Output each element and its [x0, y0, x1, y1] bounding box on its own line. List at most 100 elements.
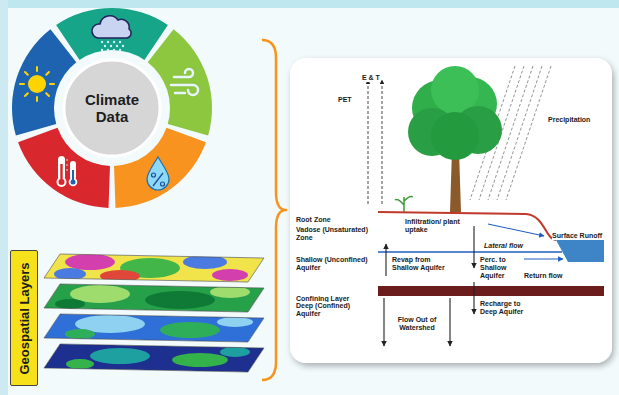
zone-label: Deep (Confined) Aquifer: [296, 302, 374, 320]
precipitation-segment: [56, 8, 168, 60]
wind-icon: [171, 69, 198, 95]
flow-label: Perc. to Shallow Aquifer: [480, 256, 520, 282]
flow-arrows: [524, 258, 563, 259]
circle-outline: [64, 60, 160, 156]
geospatial-stack: [44, 314, 264, 342]
geospatial-stack: [44, 344, 264, 372]
wind-icon: [171, 85, 198, 95]
process-label: E & T: [362, 66, 380, 84]
process-label: E & T: [362, 74, 380, 82]
geospatial-stack: [160, 322, 220, 338]
flow-label: Revap from Shallow Aquifer: [392, 256, 446, 274]
flow-label: Lateral flow: [484, 242, 523, 250]
geospatial-stack: [220, 347, 250, 357]
humidity-icon: [147, 157, 169, 190]
cloud-icon: [101, 41, 103, 43]
sun-icon: [36, 67, 38, 71]
water-table: [378, 251, 562, 253]
geospatial-stack: [65, 329, 95, 339]
cloud-icon: [122, 45, 124, 47]
humidity-icon: [161, 182, 165, 186]
flow-arrows: [488, 224, 544, 236]
cloud-icon: [110, 45, 112, 47]
thermometer-icon: [58, 156, 65, 180]
geospatial-stack: [44, 284, 264, 312]
node-title: Geospatial Layers: [18, 262, 31, 374]
cloud-icon: [104, 45, 106, 47]
node-title: Climate Data: [74, 91, 150, 126]
thermometer-icon: [57, 156, 78, 187]
process-label: Infiltration/ plant uptake: [405, 218, 465, 236]
cloud-icon: [101, 41, 124, 51]
rain-lines: [506, 66, 551, 200]
geospatial-stack: [44, 254, 264, 282]
flow-label: Perc. to Shallow Aquifer: [480, 256, 520, 280]
humidity-icon: [147, 157, 169, 190]
evapotranspiration-arrows: [382, 80, 383, 204]
process-label: Infiltration/ plant uptake: [405, 218, 465, 234]
geospatial-stack: [217, 317, 253, 327]
sun-icon: [50, 83, 54, 85]
flow-label: Recharge to Deep Aquifer: [480, 300, 536, 316]
pond: [556, 240, 604, 262]
zone-label: Shallow (Unconfined) Aquifer: [296, 256, 374, 274]
cloud-icon: [119, 41, 121, 43]
flow-arrows: [473, 226, 474, 268]
zone-label: Deep (Confined) Aquifer: [296, 302, 374, 318]
flow-arrows: [384, 224, 563, 346]
evapotranspiration-arrows: [368, 80, 382, 204]
geospatial-stack: [145, 291, 215, 309]
cloud-icon: [107, 41, 109, 43]
geospatial-stack: [44, 254, 264, 282]
tree: [431, 66, 479, 114]
thermometer-icon: [60, 164, 62, 180]
tree: [408, 66, 502, 212]
flow-arrows: [385, 244, 386, 276]
cloud-icon: [107, 49, 109, 51]
flow-arrows: [449, 298, 450, 346]
flow-label: Flow Out of Watershed: [390, 316, 444, 334]
wind-icon: [174, 69, 193, 77]
geospatial-stack: [44, 284, 264, 312]
thermometer-icon: [72, 170, 74, 181]
geospatial-stack: [212, 269, 248, 281]
zone-label: Vadose (Unsaturated) Zone: [296, 226, 374, 244]
climate-data-circle: Climate Data: [62, 58, 162, 158]
zone-label: Root Zone: [296, 216, 331, 224]
sun-icon: [25, 72, 28, 75]
cloud-icon: [116, 45, 118, 47]
flow-arrows: [383, 298, 384, 346]
geospatial-stack: [44, 284, 264, 312]
sun-icon: [46, 93, 49, 96]
small-plant: [395, 197, 413, 213]
humidity-icon: [152, 173, 156, 177]
flow-label: Revap from Shallow Aquifer: [392, 256, 446, 272]
geospatial-stack: [172, 353, 228, 367]
sun-icon: [20, 67, 54, 101]
process-label: Surface Runoff: [552, 232, 602, 240]
geospatial-stack: [90, 348, 150, 364]
cloud-icon: [113, 49, 115, 51]
thermometer-icon: [66, 160, 68, 161]
geospatial-stack: [100, 270, 140, 282]
sun-icon: [20, 67, 54, 101]
zone-label: Vadose (Unsaturated) Zone: [296, 226, 374, 242]
page-frame: [0, 0, 8, 395]
climate-ring: [12, 8, 212, 208]
rain-lines: [497, 66, 542, 200]
flow-arrows: [473, 282, 474, 314]
process-label: Precipitation: [548, 116, 590, 124]
cloud-icon: [92, 16, 131, 51]
geospatial-stack: [55, 299, 85, 309]
cloud-icon: [119, 49, 121, 51]
thermometer-icon: [70, 161, 76, 180]
geospatial-stack: [44, 314, 264, 342]
geospatial-stack: [44, 314, 264, 342]
sun-icon: [46, 72, 49, 75]
flow-label: Return flow: [524, 272, 563, 280]
sun-icon: [28, 75, 46, 93]
